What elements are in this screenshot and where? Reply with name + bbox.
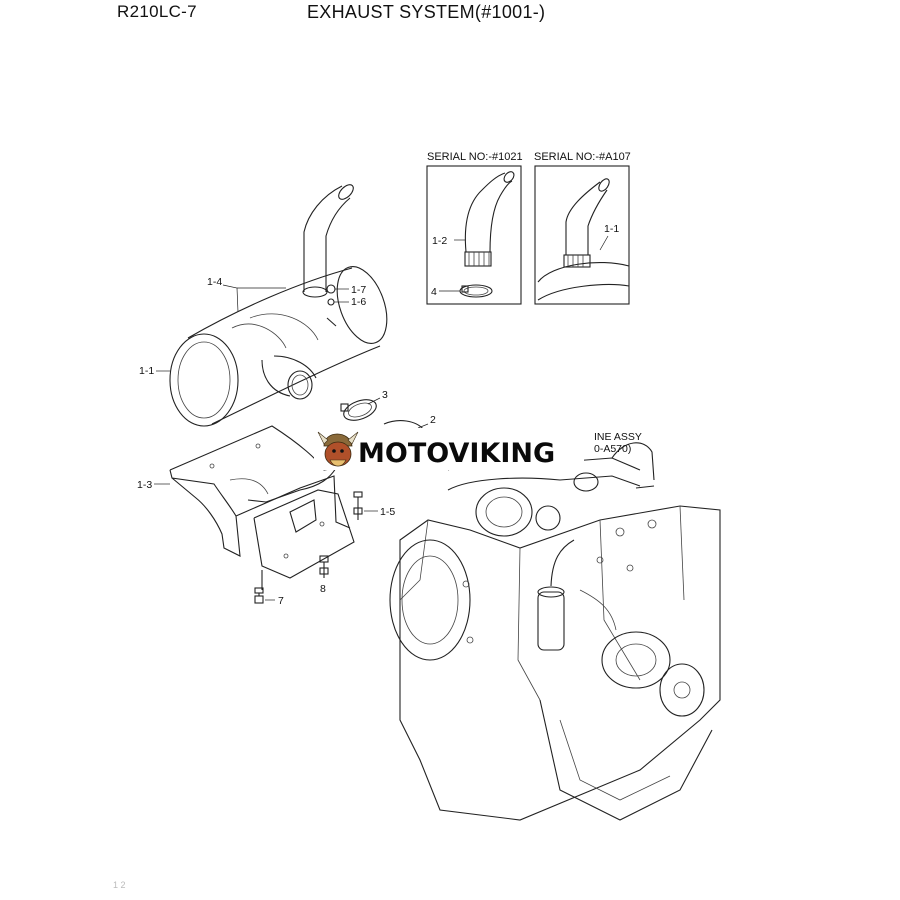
inset-serial-1021: SERIAL NO:-#1021 1-2 4 <box>426 151 523 305</box>
inset-serial-a107: SERIAL NO:-#A107 1-1 <box>534 151 631 305</box>
callout-1-5: 1-5 <box>380 506 395 518</box>
callout-4: 4 <box>431 286 437 298</box>
callout-1-7: 1-7 <box>351 284 366 296</box>
bolt-7-icon <box>254 587 264 604</box>
callout-3: 3 <box>382 389 388 401</box>
bolt-8-icon <box>319 555 329 578</box>
engine-block <box>389 442 721 821</box>
model-code: R210LC-7 <box>117 2 197 21</box>
muffler-assembly <box>169 184 388 427</box>
watermark: MOTOVIKING <box>314 428 584 470</box>
inset-serial-label: SERIAL NO:-#1021 <box>427 151 523 163</box>
muffler-end-cap <box>169 333 239 427</box>
engine-ref-line-2: 0-A570) <box>594 443 631 455</box>
callout-2: 2 <box>430 414 436 426</box>
callout-1-4: 1-4 <box>207 276 222 288</box>
bolt-1-5-icon <box>353 491 363 520</box>
hose-clamp-icon <box>459 284 493 298</box>
page-mark: 1 2 <box>113 880 126 890</box>
muffler-bracket <box>169 425 355 590</box>
viking-mascot-icon <box>317 431 359 467</box>
watermark-text: MOTOVIKING <box>358 438 555 469</box>
tail-pipe-short-icon <box>537 178 630 301</box>
callout-1-2: 1-2 <box>432 235 447 247</box>
callout-7: 7 <box>278 595 284 607</box>
inset-serial-label: SERIAL NO:-#A107 <box>534 151 631 163</box>
engine-ref-line-1: INE ASSY <box>594 431 642 443</box>
inset-frame <box>426 165 522 305</box>
callout-1-1-inset: 1-1 <box>604 223 619 235</box>
callout-1-6: 1-6 <box>351 296 366 308</box>
callout-1-3: 1-3 <box>137 479 152 491</box>
inset-frame <box>534 165 630 305</box>
callout-8: 8 <box>320 583 326 595</box>
page-title: EXHAUST SYSTEM(#1001-) <box>307 2 546 22</box>
tail-pipe-bent-icon <box>464 171 515 267</box>
callout-1-1: 1-1 <box>139 365 154 377</box>
